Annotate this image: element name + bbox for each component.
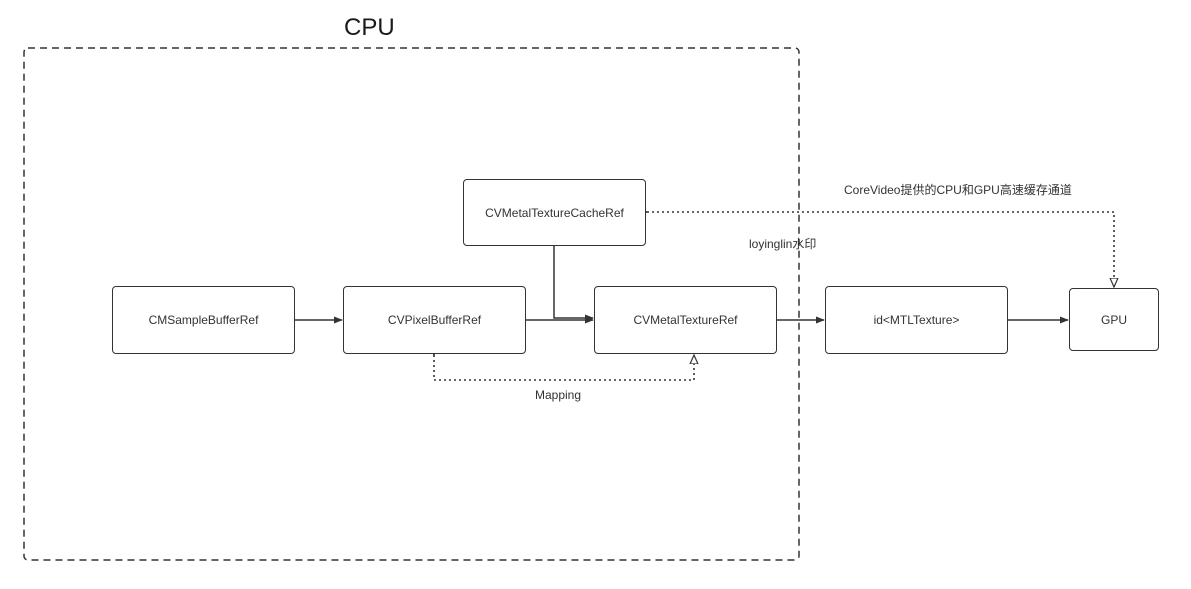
edge-mapping <box>434 355 694 381</box>
node-cvpixelbufferref: CVPixelBufferRef <box>343 286 526 354</box>
cpu-group-title: CPU <box>344 14 395 41</box>
edge-cache-to-metaltexture <box>553 246 594 322</box>
label-watermark: loyinglin水印 <box>749 237 817 251</box>
edge-cache-channel <box>647 212 1114 287</box>
node-gpu: GPU <box>1069 288 1159 351</box>
label-cache-channel: CoreVideo提供的CPU和GPU高速缓存通道 <box>844 183 1072 197</box>
node-cvmetaltexturecacheref: CVMetalTextureCacheRef <box>463 179 646 246</box>
node-cvmetaltextureref: CVMetalTextureRef <box>594 286 777 354</box>
label-mapping: Mapping <box>535 388 582 402</box>
cpu-group-border <box>23 47 800 561</box>
node-cmsamplebufferref: CMSampleBufferRef <box>112 286 295 354</box>
node-mtltexture: id<MTLTexture> <box>825 286 1008 354</box>
